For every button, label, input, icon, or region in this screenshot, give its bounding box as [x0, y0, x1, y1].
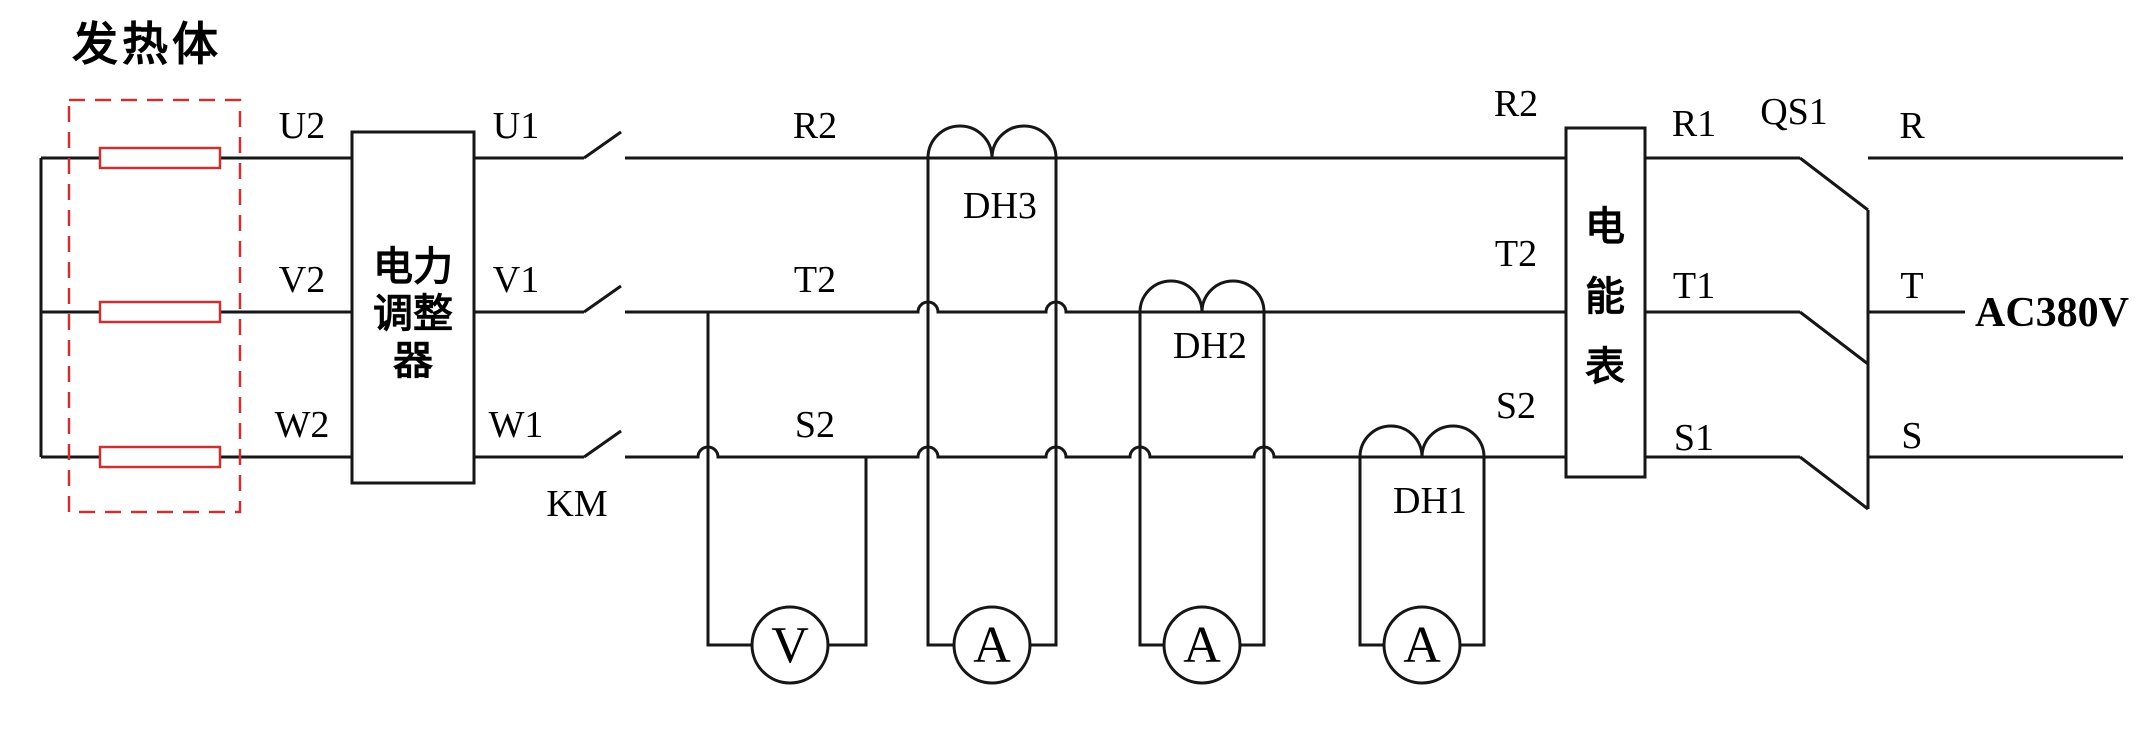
ct-dh2-humps [1138, 279, 1266, 313]
label-s: S [1901, 415, 1922, 457]
power-regulator: 电力 调整 器 [350, 130, 476, 485]
voltmeter-letter: V [771, 617, 809, 674]
ct-dh1: DH1 A [1358, 424, 1486, 685]
label-t: T [1900, 265, 1923, 307]
label-s1: S1 [1674, 417, 1714, 459]
energy-meter: 电 能 表 [1564, 126, 1647, 479]
label-r2-left: R2 [793, 105, 837, 147]
heater-resistor-2 [98, 300, 222, 324]
km-contact-blade-1 [583, 130, 622, 160]
ammeter-1-letter: A [973, 617, 1011, 674]
km-contact-blade-2 [583, 284, 622, 314]
ct-dh3-humps [926, 124, 1058, 159]
ct-dh3: DH3 A [926, 124, 1058, 685]
label-t2-right: T2 [1495, 233, 1537, 275]
ct-dh2-secondary-wires [1138, 312, 1266, 647]
label-u2: U2 [279, 105, 325, 147]
power-regulator-box [350, 130, 476, 485]
heater-enclosure [67, 98, 242, 514]
qs1-switch: QS1 [1760, 91, 1870, 511]
label-w2: W2 [275, 404, 330, 446]
ct-dh3-label: DH3 [963, 185, 1037, 227]
label-t2-left: T2 [794, 259, 836, 301]
voltmeter-wires [706, 312, 868, 647]
ct-dh1-secondary-wires [1358, 457, 1486, 647]
label-w1: W1 [489, 404, 544, 446]
ammeter-3 [1382, 605, 1462, 685]
label-r1: R1 [1672, 103, 1716, 145]
ammeter-1 [952, 605, 1032, 685]
ct-dh1-humps [1358, 424, 1486, 458]
qs1-blade-1 [1799, 156, 1869, 212]
ammeter-2 [1162, 605, 1242, 685]
label-t1: T1 [1673, 265, 1715, 307]
label-v1: V1 [493, 259, 539, 301]
ct-dh2-label: DH2 [1173, 325, 1247, 367]
voltmeter-branch: V [706, 312, 868, 685]
terminal-labels: U2 V2 W2 U1 V1 W1 R2 T2 S2 R2 T2 S2 R1 T… [275, 83, 2129, 459]
heater-resistor-3 [98, 445, 222, 469]
voltmeter [750, 605, 830, 685]
energy-meter-label-char1: 电 [1585, 204, 1625, 249]
km-contact-blade-3 [583, 429, 622, 459]
label-u1: U1 [493, 105, 539, 147]
label-r: R [1899, 105, 1925, 147]
qs1-blade-3 [1799, 455, 1869, 511]
heater-resistor-1 [98, 146, 222, 170]
ct-dh3-secondary-wires [926, 158, 1058, 647]
power-regulator-label-line1: 电力 [373, 244, 453, 289]
ct-dh2: DH2 A [1138, 279, 1266, 685]
energy-meter-label-char3: 表 [1585, 344, 1625, 389]
label-r2-right: R2 [1494, 83, 1538, 125]
label-supply-voltage: AC380V [1975, 290, 2129, 336]
ct-dh1-label: DH1 [1393, 480, 1467, 522]
energy-meter-label-char2: 能 [1585, 274, 1625, 319]
power-regulator-label-line3: 器 [393, 338, 434, 383]
qs1-label: QS1 [1760, 91, 1828, 133]
heater-label: 发热体 [72, 19, 222, 70]
heater-section: 发热体 [39, 19, 242, 514]
label-s2-left: S2 [795, 404, 835, 446]
km-contactor: KM [546, 130, 622, 525]
qs1-blade-2 [1799, 310, 1869, 366]
power-regulator-label-line2: 调整 [373, 291, 453, 336]
km-label: KM [546, 483, 607, 525]
label-s2-right: S2 [1496, 385, 1536, 427]
ammeter-2-letter: A [1183, 617, 1221, 674]
label-v2: V2 [279, 259, 325, 301]
ammeter-3-letter: A [1403, 617, 1441, 674]
energy-meter-box [1564, 126, 1647, 479]
